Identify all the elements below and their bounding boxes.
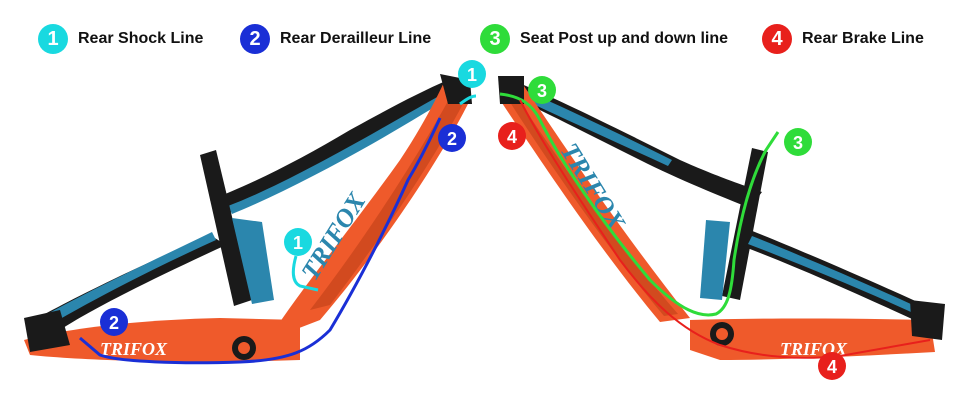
left-badge-2-top: 2	[438, 124, 466, 152]
left-badge-1-top: 1	[458, 60, 486, 88]
left-badge-2-bottom: 2	[100, 308, 128, 336]
right-badge-3-seat: 3	[784, 128, 812, 156]
left-seat-tube	[200, 150, 252, 306]
right-seat-stay-blue	[748, 236, 928, 318]
right-badge-4-bottom: 4	[818, 352, 846, 380]
left-top-tube-blue	[228, 92, 450, 214]
right-rear-brake-line	[519, 99, 931, 359]
svg-text:4: 4	[827, 357, 837, 377]
left-down-tube	[268, 78, 470, 340]
right-top-tube-blue	[516, 88, 672, 166]
left-frame-brand: TRIFOX	[100, 339, 168, 359]
svg-text:4: 4	[507, 127, 517, 147]
legend-item-rear-brake: 4 Rear Brake Line	[762, 22, 924, 56]
legend-item-rear-shock: 1 Rear Shock Line	[38, 22, 203, 56]
left-seat-stay-blue	[40, 232, 216, 326]
svg-text:2: 2	[109, 313, 119, 333]
svg-text:3: 3	[537, 81, 547, 101]
right-bb-shell-inner	[716, 328, 728, 340]
legend-badge-2: 2	[240, 24, 270, 54]
svg-text:1: 1	[467, 65, 477, 85]
left-bb-shell-inner	[238, 342, 250, 354]
legend-item-rear-derailleur: 2 Rear Derailleur Line	[240, 22, 431, 56]
legend-badge-4: 4	[762, 24, 792, 54]
right-badge-4-top: 4	[498, 122, 526, 150]
legend-badge-3: 3	[480, 24, 510, 54]
left-badge-1-mid: 1	[284, 228, 312, 256]
svg-text:1: 1	[293, 233, 303, 253]
right-frame: TRIFOX TRIFOX	[498, 76, 945, 360]
right-badge-3-top: 3	[528, 76, 556, 104]
svg-text:2: 2	[447, 129, 457, 149]
right-down-tube	[500, 80, 690, 322]
right-bottom-black	[910, 300, 945, 340]
legend-item-seat-post: 3 Seat Post up and down line	[480, 22, 728, 56]
legend-label-rear-shock: Rear Shock Line	[78, 30, 204, 47]
left-rear-derailleur-line	[79, 117, 442, 365]
legend-label-seat-post: Seat Post up and down line	[520, 30, 729, 47]
legend-label-rear-derailleur: Rear Derailleur Line	[280, 30, 432, 47]
left-bottom-black	[24, 310, 70, 352]
right-seat-post-line	[499, 92, 780, 317]
legend-badge-1: 1	[38, 24, 68, 54]
legend-label-rear-brake: Rear Brake Line	[802, 30, 924, 47]
left-shock-link	[232, 218, 274, 304]
left-frame: TRIFOX TRIFOX	[24, 74, 477, 365]
left-rear-shock-line	[291, 94, 477, 292]
svg-text:3: 3	[793, 133, 803, 153]
left-top-tube	[210, 80, 458, 215]
right-shock-link	[700, 220, 730, 300]
